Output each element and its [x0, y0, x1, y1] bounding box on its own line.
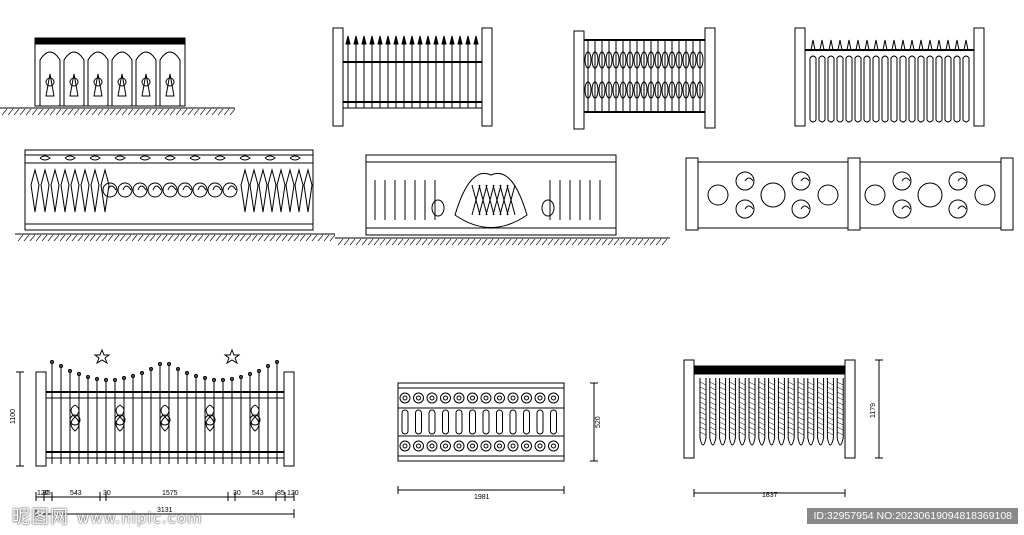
- fence-rounded-bars: [794, 27, 985, 127]
- gate-segment-label: 120: [287, 490, 299, 497]
- fence-spear: [332, 27, 493, 127]
- watermark-brand: 昵图网 www.nipic.com: [12, 503, 203, 529]
- gate-height-label: 1100: [10, 409, 17, 424]
- gate-spear-top: [16, 348, 295, 518]
- railing-scroll-left: [15, 149, 336, 242]
- gate-segment-label: 30: [233, 490, 241, 497]
- gate-segment-label: 85: [277, 490, 285, 497]
- gate-segment-label: 120: [37, 490, 49, 497]
- railing-small-width-label: 1981: [474, 494, 490, 501]
- watermark-url: www.nipic.com: [77, 509, 203, 527]
- railing-ornament-center: [335, 154, 670, 246]
- gate-segment-label: 85: [43, 490, 51, 497]
- gate-total-label: 3131: [157, 507, 173, 514]
- watermark-id: ID:32957954 NO:20230619094818369108: [807, 508, 1018, 524]
- gate-segment-label: 543: [252, 490, 264, 497]
- railing-small-height-label: 520: [595, 416, 602, 428]
- gate-segment-label: 543: [70, 490, 82, 497]
- watermark-brand-name: 昵图网: [12, 507, 69, 528]
- railing-double-scroll: [685, 157, 1014, 231]
- railing-right-width-label: 1837: [762, 492, 778, 499]
- railing-right-height-label: 1179: [870, 403, 877, 418]
- railing-rosette: [397, 382, 598, 494]
- gate-segment-label: 30: [103, 490, 111, 497]
- railing-baluster: [683, 359, 883, 497]
- fence-arched: [0, 37, 236, 116]
- gate-segment-label: 1575: [162, 490, 178, 497]
- fence-ornamental: [573, 27, 716, 130]
